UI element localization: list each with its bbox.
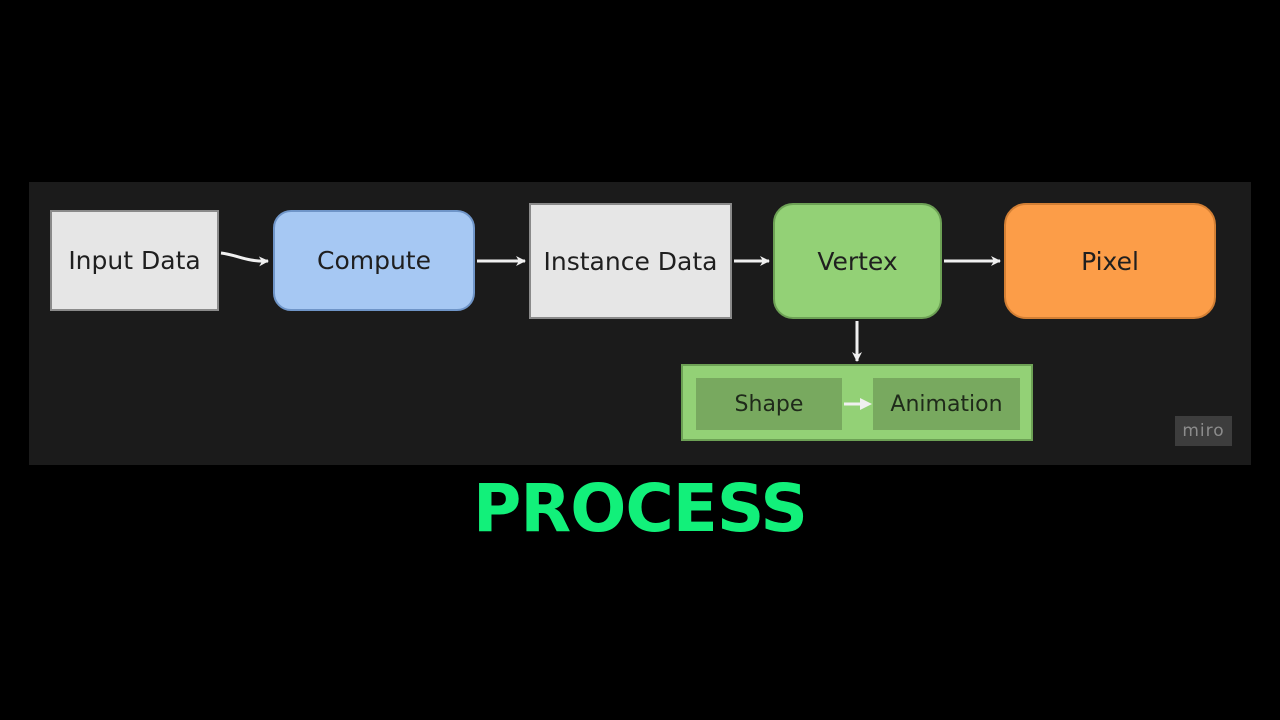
node-label: Input Data xyxy=(68,246,201,275)
node-label: Pixel xyxy=(1081,246,1139,276)
node-label: Compute xyxy=(316,246,431,275)
node-vertex[interactable]: Vertex xyxy=(773,203,942,319)
node-label: Animation xyxy=(890,391,1003,417)
node-label: Shape xyxy=(734,391,804,417)
node-instance-data[interactable]: Instance Data xyxy=(529,203,732,319)
miro-watermark: miro xyxy=(1175,416,1232,446)
page-title: PROCESS xyxy=(473,470,808,547)
vertex-subgroup[interactable]: Shape Animation xyxy=(681,364,1033,441)
node-animation[interactable]: Animation xyxy=(873,378,1020,430)
node-pixel[interactable]: Pixel xyxy=(1004,203,1216,319)
arrow-shape-to-animation xyxy=(844,398,872,410)
node-label: Instance Data xyxy=(543,246,718,276)
node-compute[interactable]: Compute xyxy=(273,210,475,311)
node-input-data[interactable]: Input Data xyxy=(50,210,219,311)
node-label: Vertex xyxy=(817,246,898,276)
node-shape[interactable]: Shape xyxy=(696,378,842,430)
